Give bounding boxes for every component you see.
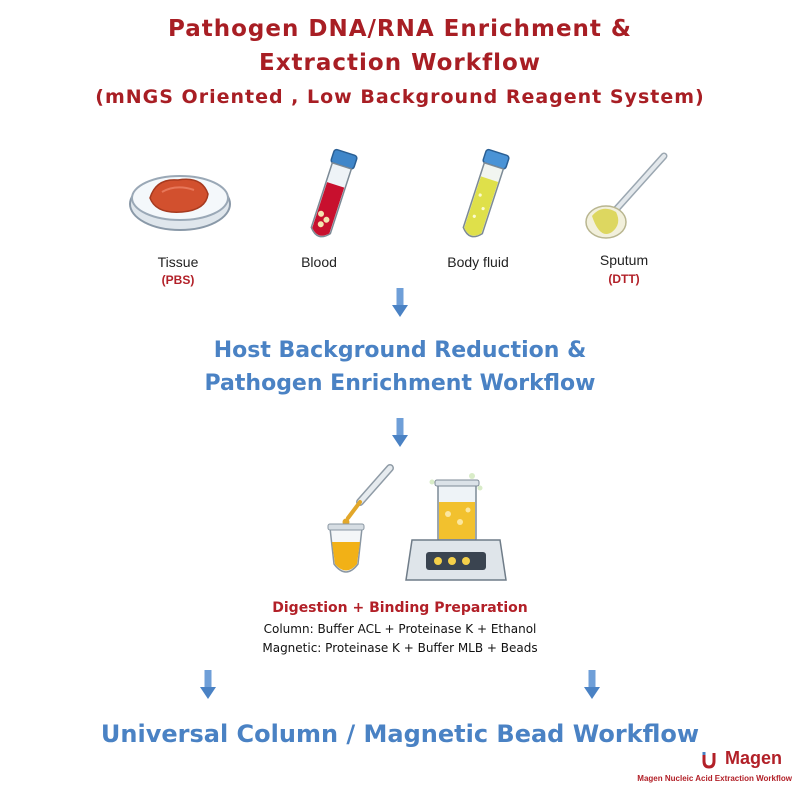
title-line-2: Extraction Workflow [258, 50, 542, 76]
brand-tagline: Magen Nucleic Acid Extraction Workflow [637, 774, 792, 783]
blood-tube-icon [310, 148, 358, 238]
digestion-title: Digestion + Binding Preparation [272, 600, 528, 616]
column-reagents: Column: Buffer ACL + Proteinase K + Etha… [263, 622, 537, 636]
down-arrow-icon [392, 418, 408, 447]
magnet-logo-icon [702, 752, 716, 769]
sample-tissue-label: Tissue [157, 254, 199, 270]
petri-dish-icon [129, 175, 231, 231]
down-arrow-icon [200, 670, 216, 699]
title-line-1: Pathogen DNA/RNA Enrichment & [167, 16, 632, 42]
sample-blood-label: Blood [301, 254, 337, 270]
magnetic-reagents: Magnetic: Proteinase K + Buffer MLB + Be… [262, 641, 538, 655]
subtitle: (mNGS Oriented , Low Background Reagent … [95, 86, 705, 108]
down-arrow-icon [584, 670, 600, 699]
enrichment-heading-line-1: Host Background Reduction & [213, 338, 587, 363]
sample-tissue-reagent: (PBS) [161, 273, 195, 287]
universal-workflow-heading: Universal Column / Magnetic Bead Workflo… [100, 720, 700, 748]
swab-icon [585, 152, 668, 239]
pipette-tube-icon [327, 464, 394, 573]
sample-body-fluid-label: Body fluid [447, 254, 509, 270]
heating-block-icon [405, 473, 507, 581]
fluid-tube-icon [462, 148, 510, 238]
sample-sputum-reagent: (DTT) [608, 272, 640, 286]
down-arrow-icon [392, 288, 408, 317]
sample-sputum-label: Sputum [599, 252, 649, 268]
brand-name: Magen [724, 748, 782, 768]
enrichment-heading-line-2: Pathogen Enrichment Workflow [204, 371, 596, 396]
